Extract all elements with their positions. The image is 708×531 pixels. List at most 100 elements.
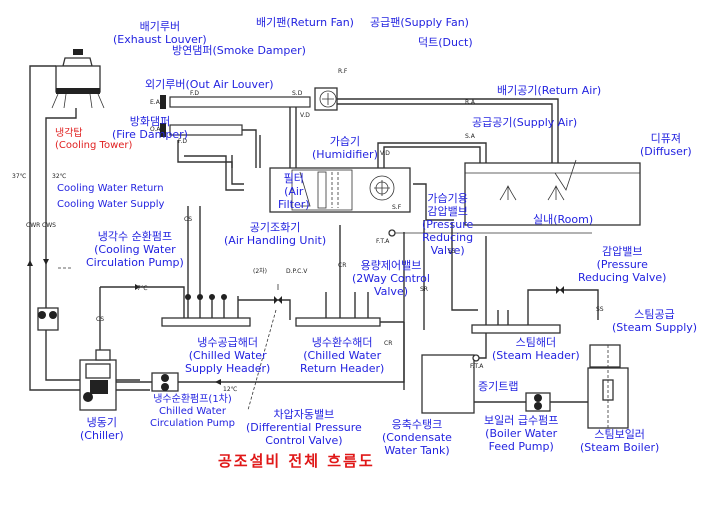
smoke-damper-label: 방연댐퍼(Smoke Damper): [172, 44, 306, 57]
condensate-tank: [421, 354, 475, 414]
tag-vd-return: V.D: [300, 112, 310, 119]
humid-prv-ko2: 감압밸브: [427, 205, 468, 218]
prv-en2: Reducing Valve): [578, 271, 667, 284]
prv-ko: 감압밸브: [601, 245, 643, 258]
chw-pump-en2: Circulation Pump: [150, 418, 236, 429]
chw-return-header-en2: Return Header): [300, 362, 385, 375]
tag-fta-ahu: F.T.A: [376, 238, 390, 245]
chw-pump-ko: 냉수순환펌프(1차): [153, 394, 232, 405]
boiler-feed-pump-label: 보일러 급수펌프 (Boiler Water Feed Pump): [484, 414, 558, 453]
humidifier-prv-label: 가습기용 감압밸브 (Pressure Reducing Valve): [422, 192, 473, 257]
air-filter-en2: Filter): [278, 198, 310, 211]
condensate-ko: 응축수탱크: [391, 418, 443, 431]
air-filter-en1: (Air: [284, 185, 304, 198]
humid-prv-en3: Valve): [430, 244, 465, 257]
tag-sf: S.F: [392, 204, 402, 211]
steam-supply-ko: 스팀공급: [634, 308, 675, 321]
tag-sr: SR: [420, 286, 428, 293]
tag-temp-12: 12℃: [223, 386, 238, 393]
tag-sa: S.A: [465, 133, 475, 140]
air-filter-label: 필터 (Air Filter): [278, 172, 310, 211]
chw-supply-header-en2: Supply Header): [185, 362, 271, 375]
dpcv-ko: 차압자동밸브: [273, 408, 335, 421]
chiller-ko: 냉동기: [86, 416, 118, 429]
cw-pump-en1: (Cooling Water: [94, 243, 176, 256]
humidifier-en: (Humidifier): [312, 148, 378, 161]
steam-boiler-label: 스팀보일러 (Steam Boiler): [580, 428, 659, 454]
condensate-tank-label: 응축수탱크 (Condensate Water Tank): [382, 418, 452, 457]
cooling-water-supply-label: Cooling Water Supply: [57, 199, 165, 210]
steam-header-label: 스팀해더 (Steam Header): [492, 336, 580, 362]
dpcv-en1: (Differential Pressure: [246, 421, 362, 434]
tag-fd-exhaust: F.D: [190, 90, 200, 97]
air-handling-unit: [269, 167, 411, 213]
tag-cs-ahu: CS: [184, 216, 192, 223]
room-label: 실내(Room): [533, 213, 594, 226]
condensate-en2: Water Tank): [384, 444, 450, 457]
air-filter-ko: 필터: [283, 172, 304, 185]
diagram-title: 공조설비 전체 흐름도: [218, 452, 375, 470]
dpcv-valve-icon: [274, 296, 282, 304]
return-air-label: 배기공기(Return Air): [497, 84, 602, 97]
steam-header-ko: 스팀해더: [515, 336, 557, 349]
humidifier-ko: 가습기: [329, 135, 361, 148]
humid-prv-en1: (Pressure: [422, 218, 474, 231]
dpcv-label: 차압자동밸브 (Differential Pressure Control Va…: [246, 408, 362, 447]
tag-ss-humid: SS: [448, 248, 456, 255]
humid-prv-ko1: 가습기용: [427, 192, 468, 205]
tag-fta-steam: F.T.A: [470, 363, 484, 370]
duct-label: 덕트(Duct): [418, 36, 473, 49]
chw-return-header-en1: (Chilled Water: [303, 349, 382, 362]
condensate-en1: (Condensate: [382, 431, 452, 444]
chw-return-header-ko: 냉수환수해더: [311, 336, 373, 349]
chw-pump-en1: Chilled Water: [159, 406, 226, 417]
boiler-en: (Steam Boiler): [580, 441, 660, 454]
chw-supply-header-en1: (Chilled Water: [188, 349, 267, 362]
pressure-reducing-valve-icon: [556, 286, 564, 294]
steam-header-en: (Steam Header): [492, 349, 580, 362]
tag-dpcv: D.P.C.V: [286, 268, 308, 275]
two-way-en2: Valve): [373, 285, 409, 298]
two-way-valve-label: 용량제어밸브 (2Way Control Valve): [352, 259, 430, 298]
two-way-ko: 용량제어밸브: [360, 259, 422, 272]
feed-pump-en2: Feed Pump): [488, 440, 554, 453]
exhaust-louver-en: (Exhaust Louver): [113, 33, 207, 46]
feed-pump-ko: 보일러 급수펌프: [484, 414, 559, 427]
fire-damper-en: (Fire Damper): [112, 128, 188, 141]
tag-rf: R.F: [338, 68, 348, 75]
fire-damper-label: 방화댐퍼 (Fire Damper): [112, 115, 188, 141]
chilled-water-supply-header: [161, 317, 251, 327]
cooling-tower-ko: 냉각탑: [55, 128, 83, 139]
fire-damper-ko: 방화댐퍼: [129, 115, 171, 128]
supply-fan-label: 공급팬(Supply Fan): [370, 16, 469, 29]
steam-boiler-icon: [587, 344, 629, 430]
tag-cs-chiller: CS: [96, 316, 104, 323]
cw-pump-en2: Circulation Pump): [86, 256, 184, 269]
chw-supply-header-ko: 냉수공급해더: [197, 336, 259, 349]
tag-temp-37: 37℃: [12, 173, 27, 180]
chilled-water-return-header: [295, 317, 381, 327]
tag-sd: S.D: [292, 90, 303, 97]
steam-supply-label: 스팀공급 (Steam Supply): [612, 308, 697, 334]
ahu-ko: 공기조화기: [249, 221, 301, 234]
tag-fd-oa: F.D: [178, 138, 188, 145]
return-fan-label: 배기팬(Return Fan): [256, 16, 354, 29]
two-way-en1: (2Way Control: [352, 272, 430, 285]
dpcv-en2: Control Valve): [265, 434, 343, 447]
tag-temp-32: 32℃: [52, 173, 67, 180]
steam-trap-label: 증기트랩: [478, 380, 519, 393]
ahu-en: (Air Handling Unit): [224, 234, 327, 247]
chiller-label: 냉동기 (Chiller): [80, 416, 124, 442]
chiller-en: (Chiller): [80, 429, 124, 442]
chiller-icon: [79, 349, 117, 411]
boiler-ko: 스팀보일러: [594, 428, 645, 441]
tag-ra: R.A: [465, 99, 475, 106]
prv-en1: (Pressure: [596, 258, 648, 271]
tag-ea: E.A: [150, 99, 160, 106]
pressure-reducing-valve-label: 감압밸브 (Pressure Reducing Valve): [578, 245, 666, 284]
cooling-tower-en: (Cooling Tower): [55, 140, 133, 151]
tag-second: (2차): [253, 268, 268, 275]
tag-ss-boiler: SS: [596, 306, 604, 313]
tag-vd-supply: V.D: [380, 150, 390, 157]
tag-cr-ahu: CR: [338, 262, 347, 269]
